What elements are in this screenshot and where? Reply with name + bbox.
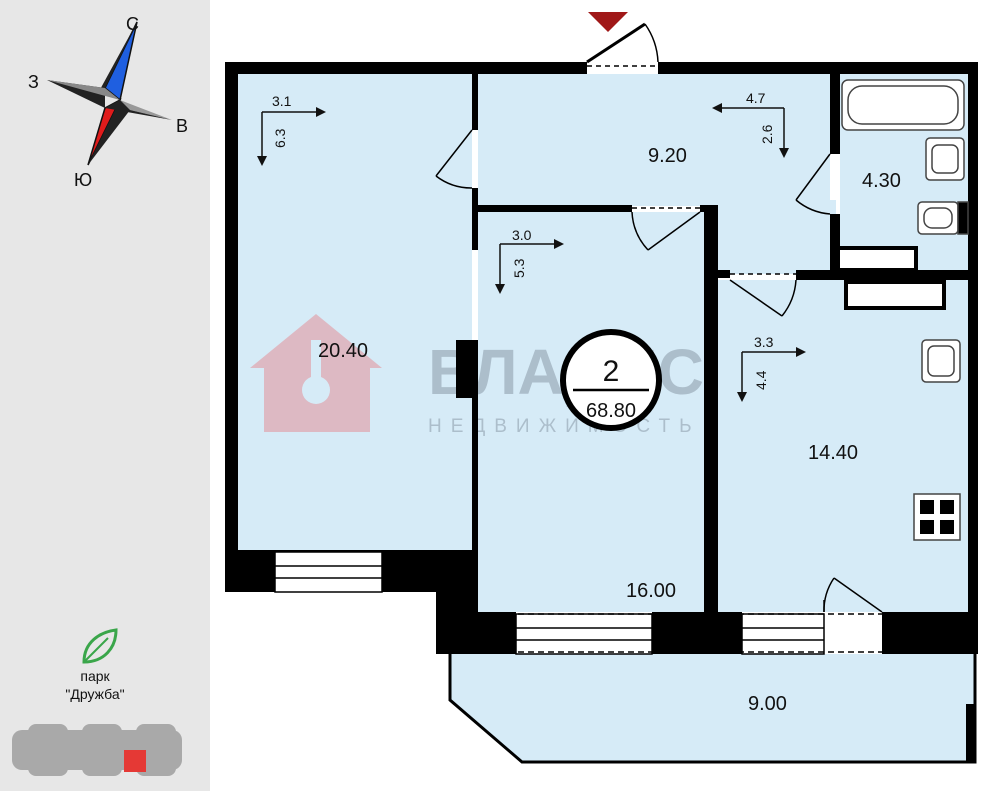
- compass-east-ray-dark: [105, 100, 172, 120]
- entrance-doorway: [587, 62, 658, 74]
- balcony-area: 9.00: [748, 693, 787, 715]
- kitchen-height: 4.4: [753, 370, 769, 390]
- room-middle-area: 16.00: [626, 580, 676, 602]
- room-middle-height: 5.3: [511, 258, 527, 278]
- window-kitchen: [741, 613, 825, 655]
- room-middle-width: 3.0: [512, 227, 532, 243]
- compass-rose: С З В Ю: [28, 14, 188, 190]
- walls: [225, 62, 978, 764]
- room-fills: [238, 74, 975, 762]
- compass-west-ray-light: [47, 80, 120, 100]
- compass-north-label: С: [126, 14, 139, 34]
- room-left-area: 20.40: [318, 340, 368, 362]
- room-left-height: 6.3: [272, 128, 288, 148]
- balcony-fill: [450, 654, 975, 762]
- hall-extension-fill: [718, 200, 836, 274]
- room-left-fill: [238, 74, 472, 550]
- entrance-marker: [588, 12, 628, 32]
- fixtures: [841, 79, 969, 541]
- park-name-line2: "Дружба": [65, 686, 125, 702]
- compass-south-ray-dark: [88, 100, 130, 165]
- summary-badge: 2 68.80: [560, 329, 662, 431]
- kitchen-fill: [718, 280, 968, 612]
- kitchen-width: 3.3: [754, 334, 774, 350]
- hall-height: 2.6: [759, 124, 775, 144]
- leaf-icon: [82, 628, 118, 664]
- hall-area: 9.20: [648, 145, 687, 167]
- hall-fill: [478, 74, 830, 206]
- compass-west-label: З: [28, 72, 39, 92]
- dimension-arrows: [257, 103, 806, 402]
- compass-north-ray-dark: [97, 22, 137, 95]
- windows: [274, 551, 825, 655]
- park-name-line1: парк: [80, 668, 110, 684]
- rooms-count: 2: [603, 355, 620, 388]
- window-room-left: [274, 551, 383, 593]
- room-left-width: 3.1: [272, 93, 292, 109]
- compass-south-label: Ю: [74, 170, 92, 190]
- window-room-middle: [515, 613, 653, 655]
- kitchen-area: 14.40: [808, 442, 858, 464]
- doors: [435, 22, 968, 653]
- minimap-highlight: [124, 750, 146, 772]
- location-minimap: [12, 724, 182, 776]
- hall-width: 4.7: [746, 90, 766, 106]
- bathroom-area: 4.30: [862, 170, 901, 192]
- total-area: 68.80: [586, 400, 636, 422]
- logo-tagline: НЕДВИЖИМОСТЬ: [428, 416, 701, 437]
- compass-east-label: В: [176, 116, 188, 136]
- compass-east-ray: [120, 100, 172, 120]
